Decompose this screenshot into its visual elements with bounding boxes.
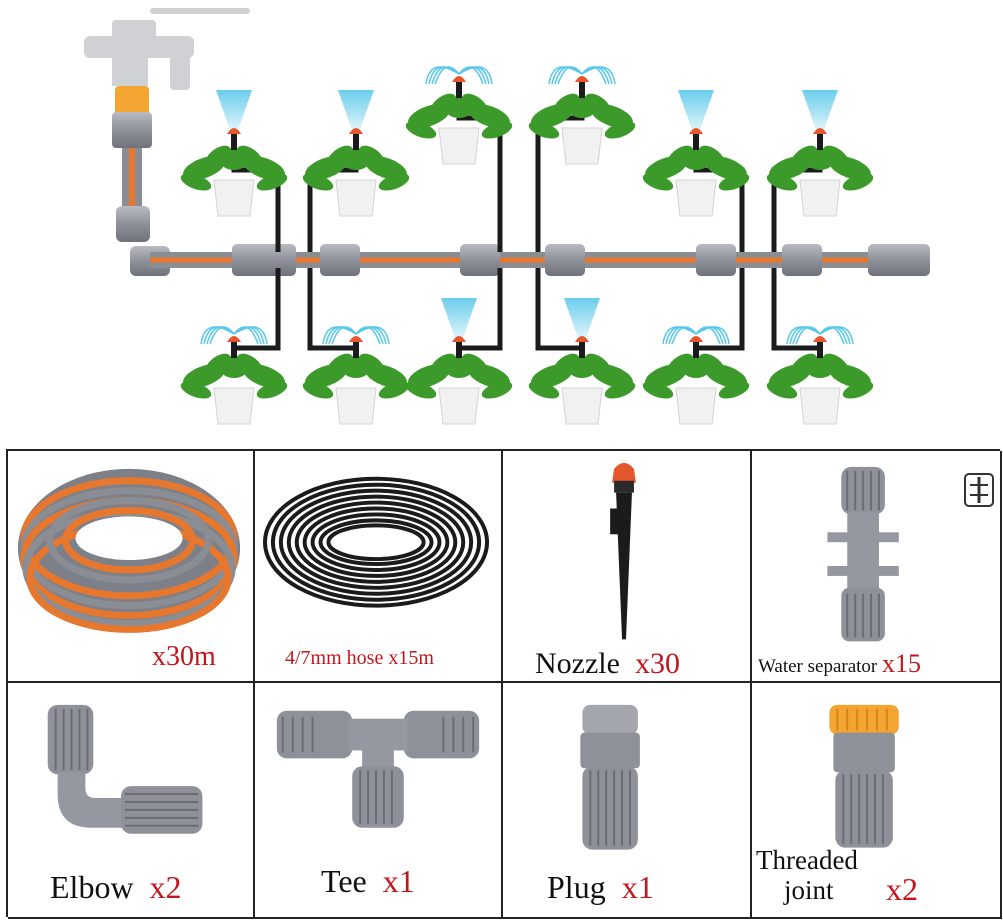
- connector-icon: [460, 244, 500, 276]
- nozzle-stake-icon: [610, 462, 636, 640]
- plant-icon: [528, 268, 636, 425]
- nozzle-icon: [227, 128, 241, 134]
- plug-connector-icon: [580, 704, 640, 850]
- part-qty: x1: [382, 863, 415, 899]
- nozzle-icon: [813, 336, 827, 342]
- spray-icon: [322, 326, 390, 345]
- part-plug: Plug x1: [503, 683, 752, 919]
- spray-icon: [441, 298, 477, 338]
- nozzle-icon: [452, 76, 466, 82]
- part-name: Tee: [321, 863, 367, 899]
- separator-symbol-icon: [964, 473, 994, 507]
- nozzle-icon: [813, 128, 827, 134]
- nozzle-icon: [227, 336, 241, 342]
- spray-icon: [662, 326, 730, 345]
- part-name: Plug: [547, 869, 606, 905]
- spray-icon: [338, 90, 374, 130]
- plant-icon: [180, 268, 288, 425]
- nozzle-icon: [349, 336, 363, 342]
- part-qty: x1: [621, 869, 654, 905]
- elbow-connector-icon: [47, 704, 203, 834]
- nozzle-icon: [452, 336, 466, 342]
- connector-icon: [232, 244, 296, 276]
- nozzle-icon: [575, 336, 589, 342]
- part-name: Water separator: [758, 656, 878, 677]
- water-separator-icon: [827, 466, 899, 642]
- part-water-separator: Water separator x15: [752, 451, 1002, 683]
- part-qty: x2: [886, 871, 918, 907]
- irrigation-system-diagram: [84, 8, 930, 425]
- spray-icon: [678, 90, 714, 130]
- connector-icon: [320, 244, 360, 276]
- plant-group: [180, 66, 874, 425]
- tee-connector-icon: [276, 710, 480, 828]
- spray-icon: [802, 90, 838, 130]
- spray-icon: [548, 66, 616, 85]
- nozzle-icon: [689, 128, 703, 134]
- parts-grid: x30m 4/7mm hose x15m: [6, 449, 1002, 919]
- plant-icon: [528, 66, 636, 252]
- part-tee: Tee x1: [255, 683, 503, 919]
- part-name: 4/7mm hose x15m: [285, 647, 434, 669]
- spray-icon: [786, 326, 854, 345]
- nozzle-icon: [689, 336, 703, 342]
- plant-icon: [766, 90, 874, 252]
- threaded-joint-icon: [829, 704, 899, 848]
- faucet-icon: [84, 8, 250, 90]
- part-qty: x30m: [152, 641, 216, 672]
- part-name: Elbow: [50, 869, 134, 905]
- plant-icon: [180, 90, 288, 252]
- part-qty: x2: [149, 869, 182, 905]
- part-name-line2: joint: [784, 875, 834, 905]
- part-name-line1: Threaded: [756, 845, 858, 875]
- spray-icon: [564, 298, 600, 338]
- nozzle-icon: [349, 128, 363, 134]
- plant-icon: [766, 268, 874, 425]
- nozzle-icon: [575, 76, 589, 82]
- part-qty: x15: [882, 649, 922, 678]
- part-thin-hose: 4/7mm hose x15m: [255, 451, 503, 683]
- spray-icon: [425, 66, 493, 85]
- part-elbow: Elbow x2: [8, 683, 255, 919]
- connector-icon: [782, 244, 822, 276]
- part-name: Nozzle: [535, 647, 620, 680]
- part-qty: x30: [634, 647, 680, 680]
- part-nozzle: Nozzle x30: [503, 451, 752, 683]
- part-main-hose: x30m: [8, 451, 255, 683]
- plant-icon: [302, 90, 410, 252]
- connector-icon: [232, 244, 822, 276]
- part-threaded-joint: Threaded joint x2: [752, 683, 1002, 919]
- coiled-hose-icon: [17, 468, 241, 633]
- plant-icon: [642, 268, 750, 425]
- connector-icon: [545, 244, 585, 276]
- plant-icon: [405, 66, 513, 252]
- plant-icon: [405, 268, 513, 425]
- coiled-tube-icon: [263, 476, 490, 608]
- plant-icon: [642, 90, 750, 252]
- spray-icon: [200, 326, 268, 345]
- plant-icon: [302, 268, 410, 425]
- connector-icon: [696, 244, 736, 276]
- spray-icon: [216, 90, 252, 130]
